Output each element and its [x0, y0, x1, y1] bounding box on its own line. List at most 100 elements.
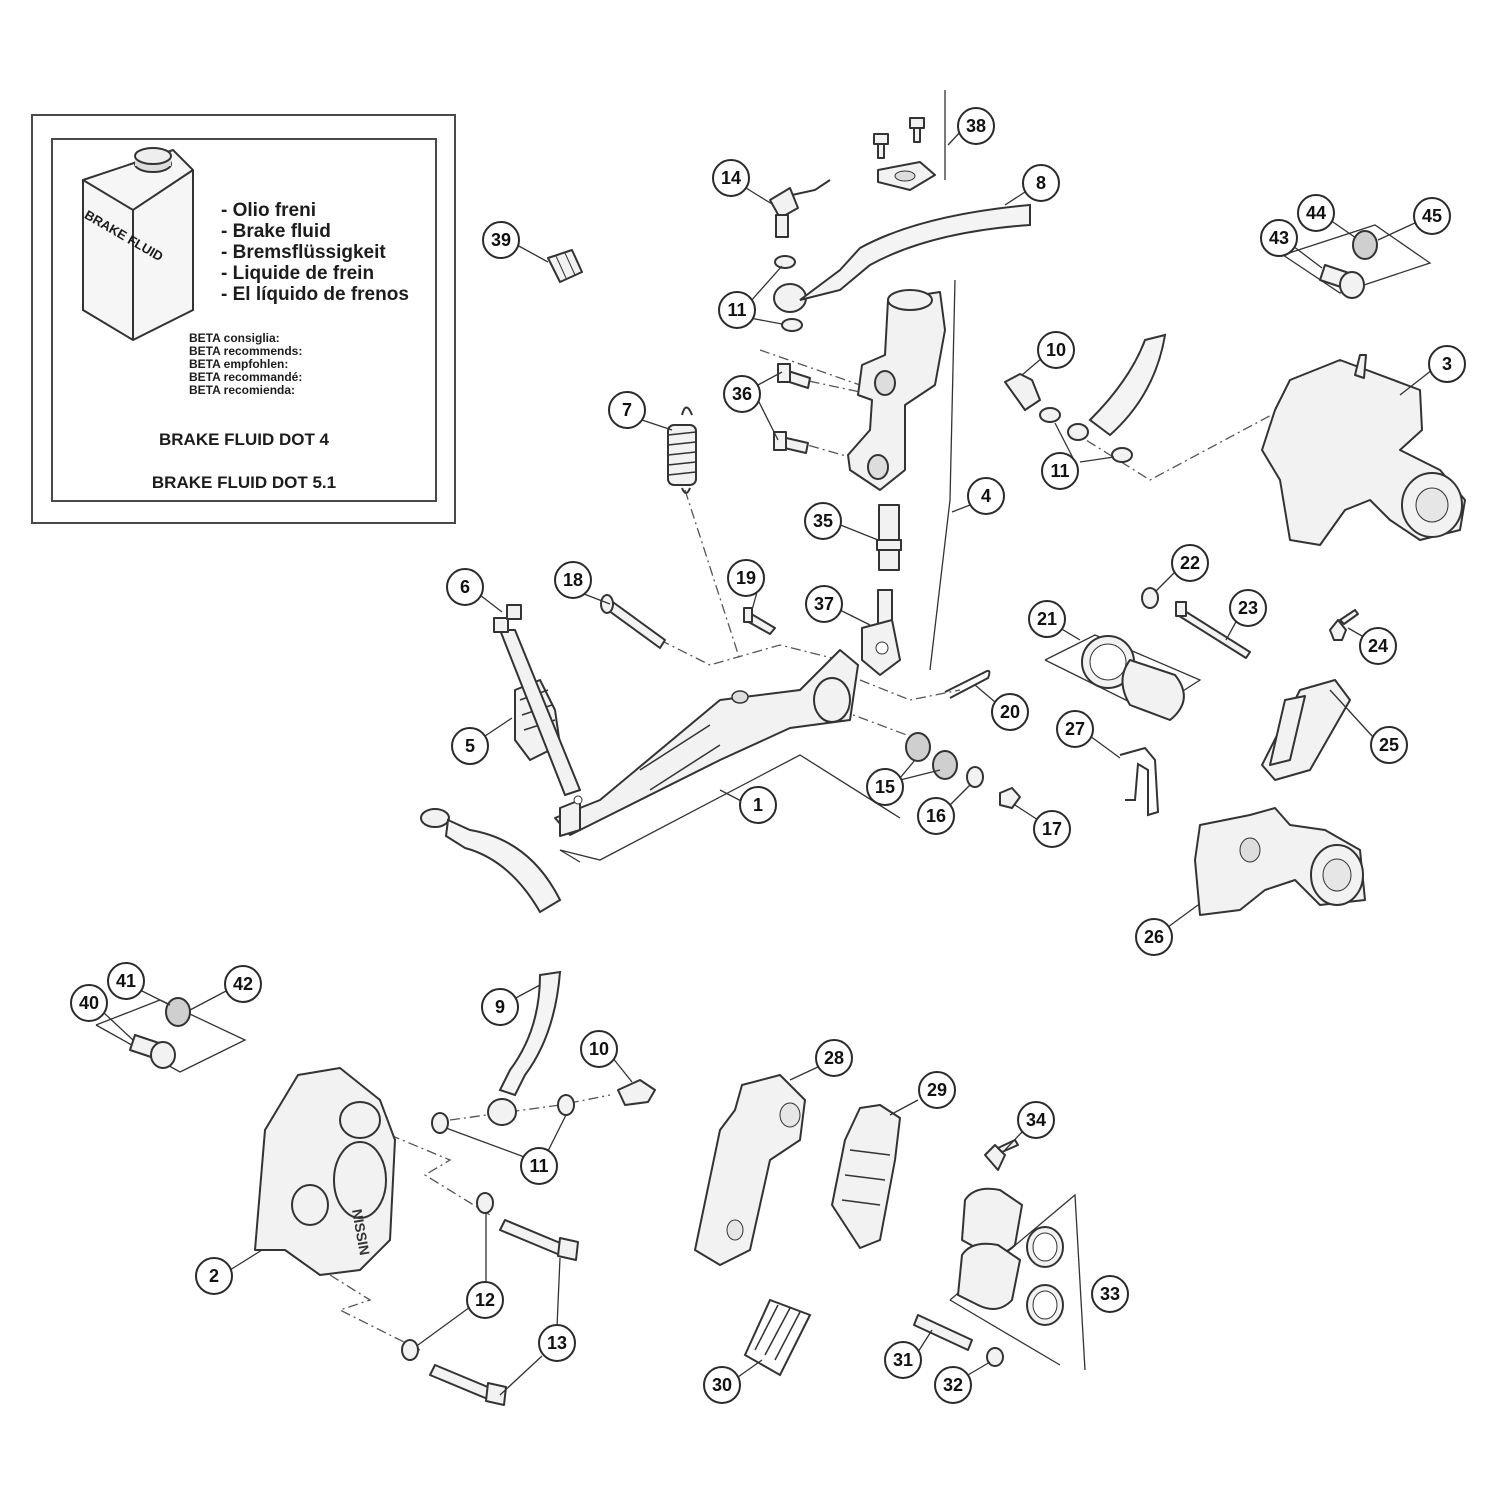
callout-33: 33 [1091, 1275, 1129, 1313]
callout-11a: 11 [718, 291, 756, 329]
callout-label: 13 [547, 1333, 567, 1353]
fluid-spec-dot4: BRAKE FLUID DOT 4 [159, 430, 329, 449]
callout-7: 7 [608, 391, 646, 429]
callout-label: 11 [1050, 461, 1069, 481]
callout-42: 42 [224, 965, 262, 1003]
callout-label: 19 [736, 568, 756, 588]
callout-label: 33 [1100, 1284, 1120, 1304]
recommends-item: BETA recomienda: [189, 383, 296, 397]
callout-label: 18 [563, 570, 583, 590]
callout-19: 19 [727, 559, 765, 597]
rear-piston-seals [1081, 635, 1185, 721]
callout-28: 28 [815, 1039, 853, 1077]
callout-label: 14 [721, 168, 741, 188]
callout-11b: 11 [1041, 452, 1079, 490]
callout-22: 22 [1171, 544, 1209, 582]
callout-label: 38 [966, 116, 986, 136]
language-item: - Bremsflüssigkeit [221, 242, 386, 263]
clevis-pin [743, 607, 776, 635]
callout-label: 5 [465, 736, 475, 756]
pivot-bushings [905, 732, 1021, 809]
front-caliper: NISSIN [254, 1067, 396, 1276]
banjo-switch [769, 179, 831, 238]
rear-hose-upper [1088, 333, 1167, 437]
front-brake-pad [831, 1104, 901, 1249]
hose-stub [420, 808, 562, 914]
brake-fluid-info-panel: BRAKE FLUID - Olio freni - Brake fluid -… [31, 114, 456, 524]
rear-brake-pads [1261, 679, 1351, 781]
brake-fluid-language-list: - Olio freni - Brake fluid - Bremsflüssi… [221, 200, 409, 305]
callout-10b: 10 [580, 1030, 618, 1068]
callout-40: 40 [70, 984, 108, 1022]
callout-label: 17 [1042, 819, 1062, 839]
callout-label: 8 [1036, 173, 1046, 193]
callout-label: 29 [927, 1080, 947, 1100]
language-item: - El líquido de frenos [221, 284, 409, 305]
callout-label: 27 [1065, 719, 1085, 739]
callout-label: 44 [1306, 203, 1326, 223]
callout-label: 21 [1037, 609, 1057, 629]
callout-20: 20 [991, 693, 1029, 731]
callout-26: 26 [1135, 918, 1173, 956]
callout-label: 16 [926, 806, 946, 826]
banjo-bolt-right [1004, 373, 1133, 463]
callout-35: 35 [804, 502, 842, 540]
callout-label: 7 [622, 400, 632, 420]
brake-fluid-recommends-list: BETA consiglia: BETA recommends: BETA em… [189, 332, 302, 397]
callout-label: 3 [1442, 354, 1452, 374]
fluid-spec-dot51: BRAKE FLUID DOT 5.1 [151, 473, 337, 492]
rear-slide-pins [1141, 587, 1359, 659]
callout-label: 42 [233, 974, 253, 994]
master-cylinder [847, 289, 946, 491]
callout-label: 6 [460, 577, 470, 597]
callout-29: 29 [918, 1071, 956, 1109]
callout-14: 14 [712, 159, 750, 197]
callout-9: 9 [481, 988, 519, 1026]
callout-8: 8 [1022, 164, 1060, 202]
callout-31: 31 [884, 1341, 922, 1379]
callout-3: 3 [1428, 345, 1466, 383]
callout-label: 40 [79, 993, 99, 1013]
callout-label: 20 [1000, 702, 1020, 722]
caliper-brand-text: NISSIN [349, 1208, 373, 1257]
callout-39: 39 [482, 221, 520, 259]
brake-fluid-can-icon [82, 147, 194, 342]
front-bleeder [984, 1139, 1019, 1171]
callout-label: 12 [475, 1290, 495, 1310]
brake-fluid-info-inner: BRAKE FLUID - Olio freni - Brake fluid -… [51, 138, 437, 502]
callout-24: 24 [1359, 627, 1397, 665]
front-banjo-washers [431, 1079, 656, 1134]
callout-41: 41 [107, 962, 145, 1000]
brake-pedal [554, 649, 859, 837]
callout-1: 1 [739, 786, 777, 824]
callout-label: 1 [753, 795, 763, 815]
front-bleeder-caps [129, 997, 191, 1069]
callout-37: 37 [805, 585, 843, 623]
callout-leaders [102, 129, 1433, 1396]
rear-caliper [1261, 354, 1466, 546]
front-pad-spring [743, 1298, 812, 1377]
callout-13: 13 [538, 1324, 576, 1362]
callout-label: 41 [116, 971, 136, 991]
callout-21: 21 [1028, 600, 1066, 638]
callout-label: 24 [1368, 636, 1388, 656]
callout-label: 11 [727, 300, 746, 320]
front-slide-pins [913, 1314, 1004, 1367]
callout-4: 4 [967, 477, 1005, 515]
callout-label: 11 [529, 1156, 548, 1176]
language-item: - Olio freni [221, 200, 316, 221]
pivot-bolt [600, 594, 666, 649]
front-pistons [957, 1187, 1064, 1326]
callout-label: 10 [589, 1039, 609, 1059]
callout-2: 2 [195, 1257, 233, 1295]
callout-36: 36 [723, 375, 761, 413]
callout-label: 36 [732, 384, 752, 404]
caliper-bolts [401, 1192, 579, 1406]
push-rod [876, 504, 902, 571]
callout-27: 27 [1056, 710, 1094, 748]
washers-top [773, 255, 807, 332]
reservoir-cover [873, 117, 936, 191]
callout-label: 26 [1144, 927, 1164, 947]
